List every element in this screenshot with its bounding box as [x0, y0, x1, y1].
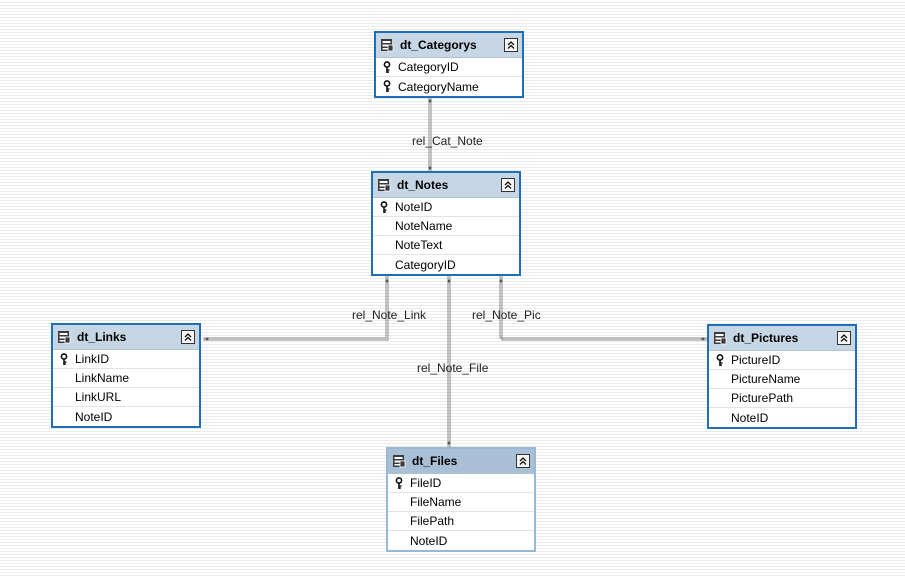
column-row[interactable]: NoteName: [373, 217, 519, 236]
column-spacer: [709, 370, 731, 389]
column-label: CategoryID: [395, 257, 456, 272]
table-header[interactable]: dt_Categorys: [376, 33, 522, 58]
collapse-chevrons-icon[interactable]: [837, 331, 851, 345]
column-spacer: [53, 369, 75, 388]
table-title: dt_Pictures: [733, 331, 799, 345]
table-title: dt_Links: [77, 330, 127, 344]
column-label: FilePath: [410, 514, 455, 528]
collapse-chevrons-icon[interactable]: [504, 38, 518, 52]
column-spacer: [709, 408, 731, 427]
relation-line-note-link[interactable]: [203, 276, 389, 341]
key-icon: [53, 350, 75, 369]
key-icon: [373, 198, 395, 217]
column-label: NoteName: [395, 219, 453, 233]
table-icon: [377, 178, 391, 192]
table-icon: [392, 454, 406, 468]
key-icon: [388, 474, 410, 493]
table-icon: [713, 331, 727, 345]
column-row[interactable]: PicturePath: [709, 389, 855, 408]
collapse-chevrons-icon[interactable]: [516, 454, 530, 468]
relation-label-note-link[interactable]: rel_Note_Link: [352, 308, 427, 322]
column-spacer: [388, 531, 410, 550]
table-title: dt_Notes: [397, 178, 449, 192]
column-row[interactable]: CategoryID: [376, 58, 522, 77]
column-list: CategoryID CategoryName: [376, 58, 522, 96]
column-row[interactable]: LinkName: [53, 369, 199, 388]
column-spacer: [388, 493, 410, 512]
column-row[interactable]: FileID: [388, 474, 534, 493]
key-icon: [376, 58, 398, 77]
key-icon: [709, 351, 731, 370]
key-icon: [376, 77, 398, 96]
column-row[interactable]: PictureID: [709, 351, 855, 370]
column-label: NoteID: [395, 200, 433, 214]
column-row[interactable]: FileName: [388, 493, 534, 512]
column-label: LinkURL: [75, 390, 122, 404]
column-row[interactable]: NoteID: [53, 407, 199, 426]
column-label: LinkID: [75, 352, 110, 366]
column-row[interactable]: NoteID: [388, 531, 534, 550]
table-header[interactable]: dt_Links: [53, 325, 199, 350]
column-label: NoteID: [75, 409, 113, 424]
column-row[interactable]: FilePath: [388, 512, 534, 531]
column-label: PicturePath: [731, 391, 794, 405]
column-row[interactable]: NoteID: [373, 198, 519, 217]
column-row[interactable]: NoteID: [709, 408, 855, 427]
column-label: NoteID: [410, 533, 448, 548]
relation-label-note-file[interactable]: rel_Note_File: [417, 361, 489, 375]
column-label: PictureName: [731, 372, 801, 386]
column-spacer: [373, 255, 395, 274]
column-spacer: [53, 407, 75, 426]
column-label: CategoryName: [398, 79, 479, 94]
column-spacer: [388, 512, 410, 531]
relation-line-cat-note[interactable]: [428, 98, 432, 172]
column-label: FileID: [410, 476, 442, 490]
relation-line-note-pic[interactable]: [499, 276, 709, 341]
relation-line-note-file[interactable]: [447, 276, 451, 448]
column-label: CategoryID: [398, 60, 459, 74]
column-spacer: [373, 236, 395, 255]
table-header[interactable]: dt_Files: [388, 449, 534, 474]
column-row[interactable]: LinkID: [53, 350, 199, 369]
column-label: PictureID: [731, 353, 781, 367]
column-row[interactable]: CategoryName: [376, 77, 522, 96]
column-spacer: [53, 388, 75, 407]
column-row[interactable]: LinkURL: [53, 388, 199, 407]
table-icon: [57, 330, 71, 344]
column-row[interactable]: PictureName: [709, 370, 855, 389]
relation-label-cat-note[interactable]: rel_Cat_Note: [412, 134, 483, 148]
collapse-chevrons-icon[interactable]: [501, 178, 515, 192]
column-spacer: [709, 389, 731, 408]
table-dt-categorys[interactable]: dt_Categorys CategoryID CategoryName: [374, 31, 524, 98]
column-row[interactable]: CategoryID: [373, 255, 519, 274]
table-header[interactable]: dt_Pictures: [709, 326, 855, 351]
table-title: dt_Categorys: [400, 38, 477, 52]
table-icon: [380, 38, 394, 52]
table-header[interactable]: dt_Notes: [373, 173, 519, 198]
column-label: NoteID: [731, 410, 769, 425]
column-label: LinkName: [75, 371, 130, 385]
relation-label-note-pic[interactable]: rel_Note_Pic: [472, 308, 541, 322]
column-row[interactable]: NoteText: [373, 236, 519, 255]
table-title: dt_Files: [412, 454, 458, 468]
collapse-chevrons-icon[interactable]: [181, 330, 195, 344]
column-spacer: [373, 217, 395, 236]
column-label: NoteText: [395, 238, 443, 252]
column-label: FileName: [410, 495, 462, 509]
